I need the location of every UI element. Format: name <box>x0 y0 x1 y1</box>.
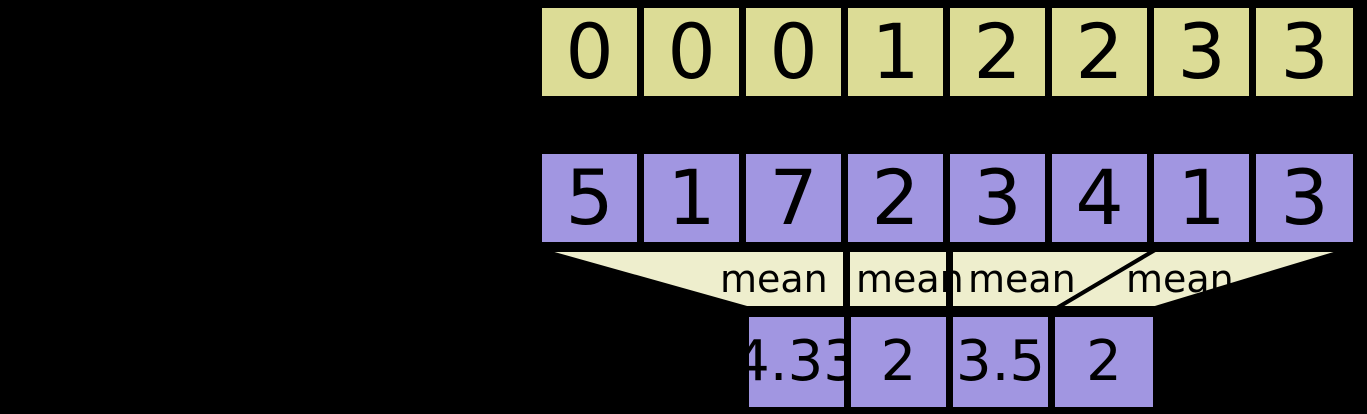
segment-id-cell: 2 <box>1048 4 1151 100</box>
segment-id-cell: 2 <box>946 4 1049 100</box>
value-cell: 3 <box>946 150 1049 246</box>
value-cell: 1 <box>1150 150 1253 246</box>
segment-id-cell: 1 <box>844 4 947 100</box>
segment-id-value: 2 <box>973 7 1022 96</box>
result-cell: 2 <box>847 313 950 411</box>
result-value: 4.33 <box>734 329 859 394</box>
segment-id-cell: 0 <box>742 4 845 100</box>
value-text: 4 <box>1075 153 1124 242</box>
value-text: 5 <box>565 153 614 242</box>
segment-id-value: 0 <box>667 7 716 96</box>
value-cell: 1 <box>640 150 743 246</box>
mean-label-2: mean <box>856 257 964 301</box>
value-text: 2 <box>871 153 920 242</box>
segment-id-value: 0 <box>769 7 818 96</box>
segment-id-value: 0 <box>565 7 614 96</box>
value-cell: 3 <box>1252 150 1357 246</box>
result-value: 2 <box>880 329 917 394</box>
result-cell: 3.5 <box>949 313 1052 411</box>
segment-id-value: 3 <box>1177 7 1226 96</box>
value-cell: 5 <box>538 150 641 246</box>
segment-id-value: 3 <box>1280 7 1329 96</box>
value-text: 1 <box>667 153 716 242</box>
value-text: 3 <box>973 153 1022 242</box>
segment-id-cell: 0 <box>640 4 743 100</box>
mean-label-1: mean <box>720 257 828 301</box>
result-value: 3.5 <box>955 329 1046 394</box>
segment-id-value: 1 <box>871 7 920 96</box>
segment-id-value: 2 <box>1075 7 1124 96</box>
result-cell: 2 <box>1051 313 1157 411</box>
value-cell: 2 <box>844 150 947 246</box>
value-text: 3 <box>1280 153 1329 242</box>
value-text: 1 <box>1177 153 1226 242</box>
result-cell: 4.33 <box>734 313 859 411</box>
mean-label-4: mean <box>1126 257 1234 301</box>
result-value: 2 <box>1086 329 1122 394</box>
segment-id-cell: 3 <box>1150 4 1253 100</box>
mean-label-3: mean <box>968 257 1076 301</box>
value-cell: 7 <box>742 150 845 246</box>
value-cell: 4 <box>1048 150 1151 246</box>
value-text: 7 <box>769 153 818 242</box>
segment-id-cell: 0 <box>538 4 641 100</box>
segment-id-cell: 3 <box>1252 4 1357 100</box>
